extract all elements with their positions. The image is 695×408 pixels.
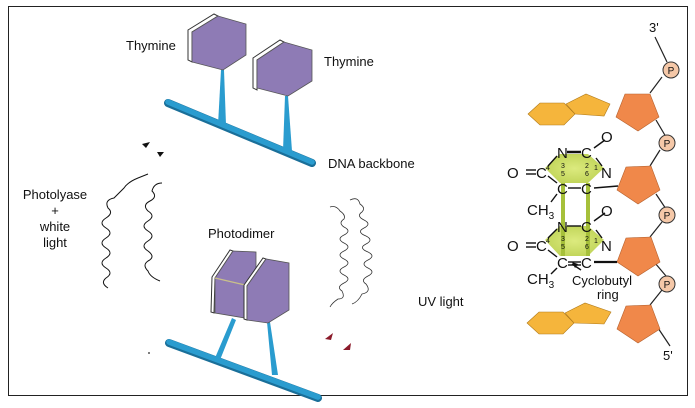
atom-o-top-right: O [601,129,613,146]
atom-o-top-left: O [507,165,519,182]
sugar-3 [616,236,661,277]
uv-arrowhead-2 [343,343,351,350]
photodimer-block-right [243,257,290,324]
base-bottom [526,302,612,335]
methyl-bottom: CH3 [527,271,555,291]
sugar-4 [616,304,661,344]
photolyase-label-line4: light [43,235,67,250]
photodimer-label: Photodimer [208,226,275,241]
chemical-structure: P P P P 3' 5' [507,20,680,363]
three-prime-label: 3' [649,20,659,35]
ring-number: 2 [585,236,589,243]
photolyase-label-line2: + [51,203,59,218]
dna-backbone-label: DNA backbone [328,156,415,171]
atom-n3-bottom: N [557,219,568,236]
uv-light-waves [329,198,373,308]
atom-n1-bottom: N [601,238,612,255]
ring-number: 5 [561,171,565,178]
sugar-2 [616,165,661,205]
top-dna-segment: Thymine Thymine DNA backbone [126,13,415,171]
diagram-frame [8,6,688,396]
phosphate-1: P [662,61,680,79]
thymine-2-ring [252,39,313,97]
five-prime-label: 5' [663,348,673,363]
ring-number: 5 [561,244,565,251]
sugar-1 [615,93,660,132]
atom-c2-bottom: C [581,219,592,236]
atom-c4-top: C [536,165,547,182]
atom-o-bottom-right: O [601,203,613,220]
thymine-1-ring [187,13,247,71]
atom-n1-top: N [601,165,612,182]
ring-number: 4 [546,165,550,172]
cyclobutyl-label-line2: ring [597,287,619,302]
atom-c5-bottom: C [557,255,568,272]
phosphate-4: P [658,275,676,293]
thymine-label-1: Thymine [126,38,176,53]
ring-number: 1 [594,238,598,245]
phosphate-3: P [658,206,676,224]
uv-wave-2 [349,198,373,305]
stray-dot [148,352,150,354]
photodimer-segment: Photodimer [148,226,322,402]
base-top [527,93,611,126]
cyclobutyl-pointer-arrowhead [572,262,578,268]
white-light-arrowhead-1 [142,142,150,148]
ring-number: 6 [585,244,589,251]
ring-number: 4 [546,238,550,245]
atom-n3-top: N [557,145,568,162]
photolyase-light-waves [101,173,163,289]
ring-number: 3 [561,236,565,243]
photolyase-label-line3: white [39,219,70,234]
white-light-arrowhead-2 [157,152,164,157]
stalk-thymine-1 [218,70,226,125]
phosphate-label: P [664,280,671,291]
atom-c2-top: C [581,145,592,162]
stalk-thymine-2 [283,96,292,151]
photolyase-label-line1: Photolyase [23,187,87,202]
uv-wave-1 [329,206,349,308]
pyrimidine-ring-top-highlight [545,154,604,183]
uv-arrowhead-1 [325,333,333,340]
cyclobutyl-label-line1: Cyclobutyl [572,273,632,288]
phosphate-2: P [658,134,676,152]
white-light-wave-1 [101,173,149,289]
atom-c4-bottom: C [536,238,547,255]
phosphate-label: P [664,139,671,150]
uv-light-label: UV light [418,294,464,309]
ring-number: 3 [561,163,565,170]
thymine-label-2: Thymine [324,54,374,69]
atom-o-bottom-left: O [507,238,519,255]
cyclobutyl-ring-highlight [561,183,565,256]
stalk-dimer-1 [215,318,236,360]
ring-number: 6 [585,171,589,178]
methyl-top: CH3 [527,202,555,222]
atom-c6-bottom: C [581,255,592,272]
phosphate-label: P [668,66,675,77]
white-light-wave-2 [143,182,163,282]
stalk-dimer-2 [267,322,278,375]
ring-number: 2 [585,163,589,170]
atom-c5-top: C [557,181,568,198]
ring-number: 1 [594,165,598,172]
atom-c6-top: C [581,181,592,198]
phosphate-label: P [664,211,671,222]
